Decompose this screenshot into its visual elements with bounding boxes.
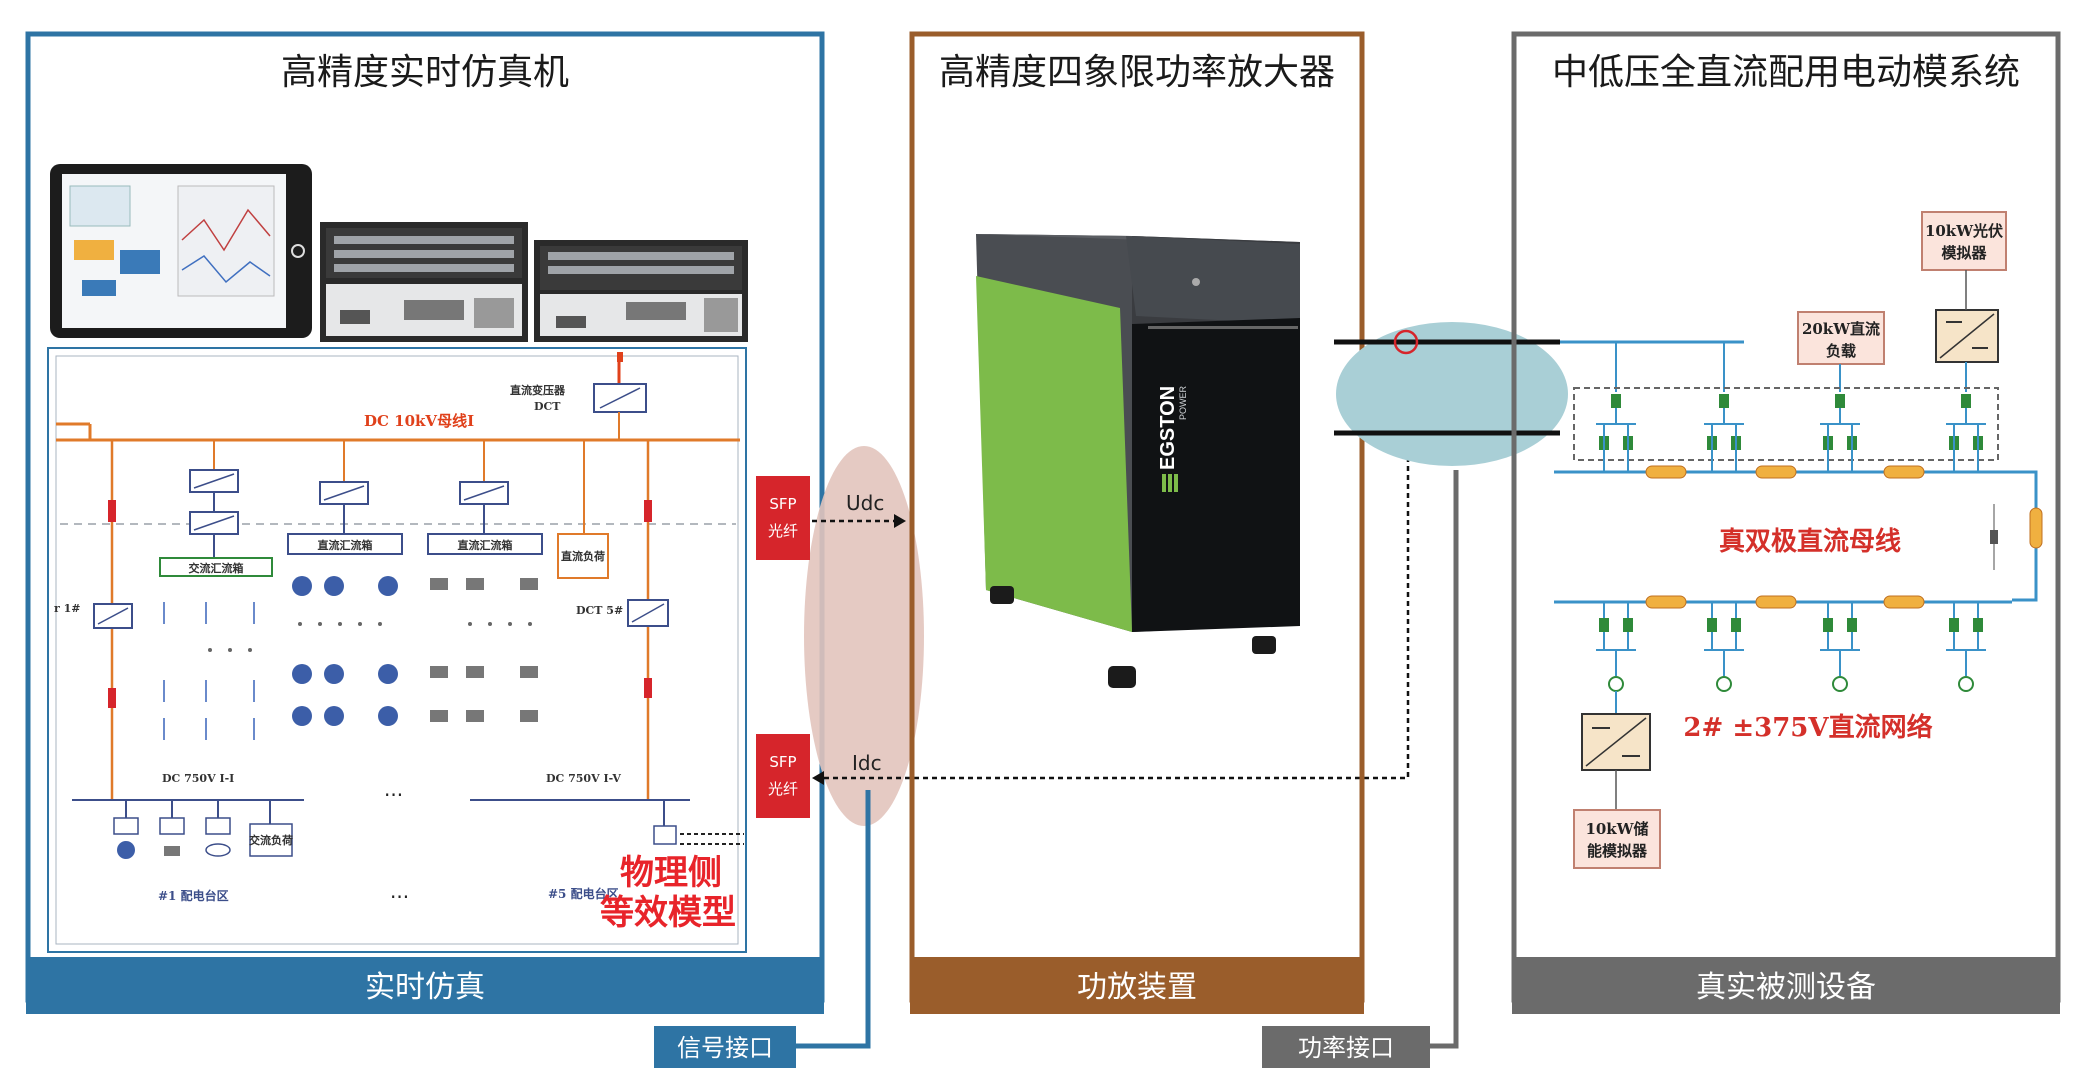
current-sensor-icon xyxy=(1393,329,1419,355)
bottom-switch-icons xyxy=(1599,618,1983,632)
svg-text:光纤: 光纤 xyxy=(768,522,798,540)
bus-reactor-icons-upper xyxy=(1645,465,2043,549)
power-interface: 功率接口 xyxy=(1262,322,1568,1068)
transformer-sub: DCT xyxy=(534,400,561,413)
amplifier-footer-bar xyxy=(910,957,1364,1014)
dc-load-box: 直流负荷 xyxy=(561,549,605,563)
bus-750v-left-label: DC 750V I-I xyxy=(162,772,234,785)
battery-icons xyxy=(430,578,538,722)
power-port-label: 功率接口 xyxy=(1298,1034,1394,1062)
rack-unit-2 xyxy=(534,240,748,342)
pv-simulator-box xyxy=(1921,211,2007,271)
idc-signal-arrow xyxy=(818,340,1410,780)
brand-text: EGSTON xyxy=(1157,386,1179,470)
system-footer-bar xyxy=(1512,957,2060,1014)
simulator-footer: 实时仿真 xyxy=(365,970,485,1005)
storage-simulator-box xyxy=(1573,809,1661,869)
sfp-box-top xyxy=(756,476,810,560)
dct-1-icon xyxy=(93,603,133,629)
top-group-dashed-box xyxy=(1573,387,1999,461)
network-label: 2# ±375V直流网络 xyxy=(1683,712,1932,743)
ac-combiner-box: 交流汇流箱 xyxy=(189,561,244,575)
area-1-devices: 交流负荷 xyxy=(113,800,293,859)
wind-turbine-icons xyxy=(163,602,255,740)
bus-reactor-icons-lower xyxy=(1645,595,1925,609)
rack-unit-1 xyxy=(320,222,528,342)
top-switch-icons xyxy=(1599,394,1983,450)
bipolar-bus-upper xyxy=(1554,470,2038,602)
bus-750v-right-label: DC 750V I-V xyxy=(546,772,621,785)
converter-icon-2 xyxy=(319,481,369,505)
svg-text:10kW光伏: 10kW光伏 xyxy=(1925,222,2003,240)
amplifier-panel: 高精度四象限功率放大器 功放装置 EGSTON POWER xyxy=(909,31,1365,1014)
udc-label: Udc xyxy=(846,491,884,515)
dc-combiner-box-1: 直流汇流箱 xyxy=(318,538,373,552)
brand-sub-text: POWER xyxy=(1178,385,1188,420)
simulator-schematic: 直流变压器 DCT DC 10kV母线I r 1# xyxy=(47,347,747,953)
pv-converter-icon xyxy=(1935,309,1999,363)
ac-load-small: 交流负荷 xyxy=(249,833,293,847)
power-port-box xyxy=(1262,1026,1430,1068)
simulator-panel: 高精度实时仿真机 实时仿真 xyxy=(25,31,825,1014)
simulator-footer-bar xyxy=(26,957,824,1014)
idc-label: Idc xyxy=(852,751,882,775)
svg-text:光纤: 光纤 xyxy=(768,780,798,798)
bipolar-bus-label: 真双极直流母线 xyxy=(1719,527,1901,557)
amplifier-footer: 功放装置 xyxy=(1077,970,1197,1005)
svg-text:10kW储: 10kW储 xyxy=(1585,820,1648,838)
svg-text:SFP: SFP xyxy=(769,495,796,513)
bus-10kv-label: DC 10kV母线I xyxy=(364,412,474,430)
system-footer: 真实被测设备 xyxy=(1696,970,1876,1005)
amplifier-title: 高精度四象限功率放大器 xyxy=(939,52,1335,93)
area-5-label: #5 配电台区 xyxy=(548,886,619,901)
area-1-label: #1 配电台区 xyxy=(158,888,229,903)
signal-interface: SFP 光纤 SFP 光纤 Udc Idc 信号接口 xyxy=(654,340,1410,1068)
svg-text:SFP: SFP xyxy=(769,753,796,771)
bus-ellipsis: ... xyxy=(384,777,403,801)
converter-icon-3 xyxy=(459,481,509,505)
power-amplifier-cabinet: EGSTON POWER xyxy=(976,234,1300,688)
simulator-title: 高精度实时仿真机 xyxy=(281,52,569,93)
physical-side-label: 物理侧 xyxy=(620,853,722,893)
svg-text:模拟器: 模拟器 xyxy=(1941,244,1987,262)
signal-port-box xyxy=(654,1026,796,1068)
dc-combiner-box-2: 直流汇流箱 xyxy=(458,538,513,552)
pv-array-icons xyxy=(292,576,398,726)
feeder-terminal-icons xyxy=(1608,676,1974,692)
svg-text:能模拟器: 能模拟器 xyxy=(1587,842,1648,860)
dct-transformer-icon xyxy=(593,383,647,413)
power-port-line xyxy=(1430,470,1459,1049)
svg-text:20kW直流: 20kW直流 xyxy=(1802,320,1880,338)
tablet-image xyxy=(50,164,312,338)
svg-text:负载: 负载 xyxy=(1826,342,1856,360)
system-title: 中低压全直流配用电动模系统 xyxy=(1552,52,2020,93)
transformer-label: 直流变压器 xyxy=(510,383,566,397)
converter-icon-1a xyxy=(189,469,239,493)
converter-icon-1b xyxy=(189,511,239,535)
area-5-device xyxy=(653,800,744,845)
area-ellipsis: ... xyxy=(390,879,409,903)
power-ellipse xyxy=(1336,322,1568,466)
dct-left-label: r 1# xyxy=(54,602,81,615)
dct-5-icon xyxy=(627,599,669,627)
dct-right-label: DCT 5# xyxy=(576,604,623,617)
system-panel: 中低压全直流配用电动模系统 真实被测设备 10kW光伏 模拟器 20kW直流 负… xyxy=(1511,31,2061,1014)
signal-port-label: 信号接口 xyxy=(677,1034,773,1062)
equivalent-model-label: 等效模型 xyxy=(600,893,736,933)
signal-ellipse xyxy=(804,446,924,826)
storage-converter-icon xyxy=(1581,713,1651,771)
sfp-box-bottom xyxy=(756,734,810,818)
signal-port-line xyxy=(796,790,871,1049)
